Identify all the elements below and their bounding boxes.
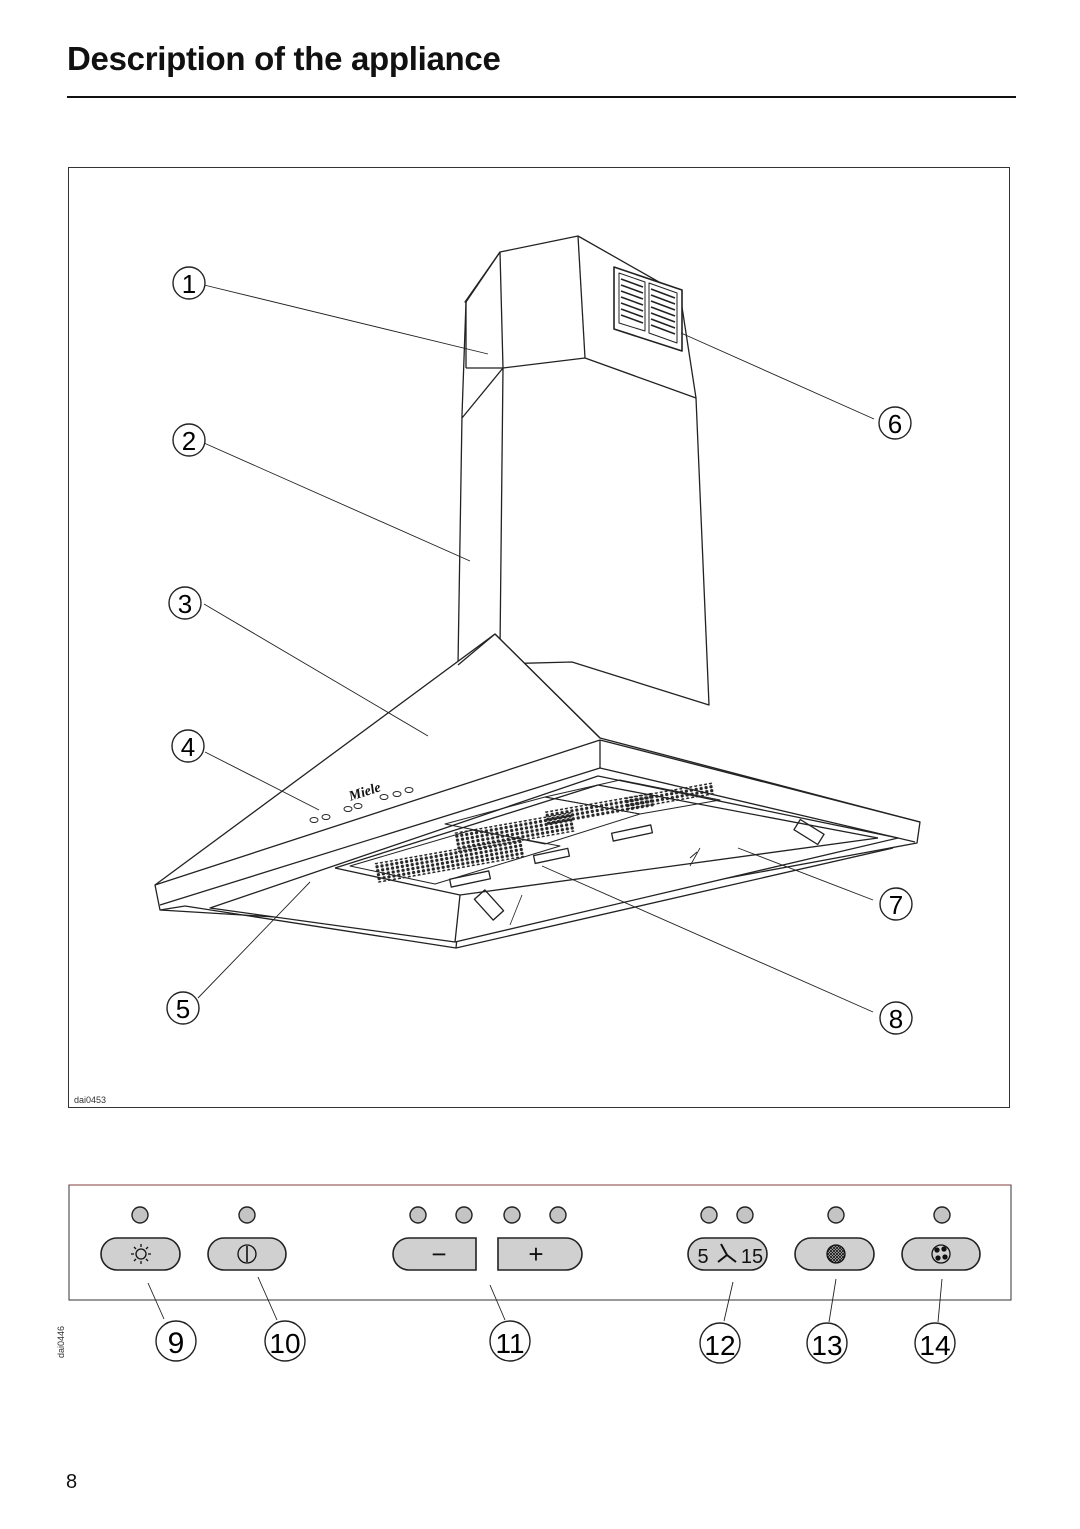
callout-3: 3 — [168, 586, 202, 620]
minus-icon: − — [431, 1239, 446, 1269]
canopy-controls — [309, 787, 414, 823]
callout-2: 2 — [172, 423, 206, 457]
callout-1: 1 — [172, 266, 206, 300]
callout-14: 14 — [914, 1322, 956, 1364]
svg-text:1: 1 — [182, 269, 196, 299]
control-panel: − + 5 15 — [68, 1184, 1012, 1301]
callout-6: 6 — [878, 406, 912, 440]
svg-text:7: 7 — [889, 890, 903, 920]
callout-markers-main: 1 2 3 4 5 6 7 8 — [166, 266, 913, 1035]
appliance-figure-frame — [68, 167, 1010, 1108]
callout-11: 11 — [489, 1320, 531, 1362]
fan-minus-button[interactable] — [392, 1237, 477, 1271]
svg-text:5: 5 — [176, 994, 190, 1024]
svg-text:3: 3 — [178, 589, 192, 619]
chimney — [457, 235, 710, 706]
callout-13: 13 — [806, 1322, 848, 1364]
run-on-15-label: 15 — [741, 1246, 763, 1268]
svg-text:12: 12 — [704, 1330, 735, 1361]
hood-underside — [209, 775, 899, 943]
title-rule — [67, 96, 1016, 98]
figure-code-main: dai0453 — [74, 1095, 107, 1105]
fan-icon — [717, 1243, 737, 1263]
run-on-5-label: 5 — [697, 1246, 708, 1268]
svg-text:10: 10 — [269, 1328, 300, 1359]
svg-text:8: 8 — [889, 1004, 903, 1034]
charcoal-filter-button[interactable] — [901, 1237, 981, 1271]
svg-text:4: 4 — [181, 732, 195, 762]
indicator-lights — [131, 1206, 951, 1224]
callout-8: 8 — [879, 1001, 913, 1035]
callout-4: 4 — [171, 729, 205, 763]
callout-5: 5 — [166, 991, 200, 1025]
svg-text:9: 9 — [168, 1327, 185, 1360]
sun-icon — [131, 1244, 151, 1264]
svg-text:14: 14 — [919, 1330, 950, 1361]
callout-12: 12 — [699, 1322, 741, 1364]
svg-text:6: 6 — [888, 409, 902, 439]
callout-leaders — [197, 284, 875, 1013]
grease-filter-mesh — [374, 782, 716, 883]
callout-7: 7 — [879, 887, 913, 921]
air-vent-grille — [613, 266, 683, 352]
power-icon — [237, 1244, 257, 1264]
page-title: Description of the appliance — [67, 40, 501, 77]
plus-icon: + — [528, 1239, 543, 1269]
svg-text:2: 2 — [182, 426, 196, 456]
control-callout-leaders — [147, 1276, 943, 1323]
page-number: 8 — [66, 1471, 78, 1493]
svg-text:13: 13 — [811, 1330, 842, 1361]
grease-filter-icon — [826, 1244, 846, 1264]
callout-10: 10 — [264, 1320, 306, 1362]
callout-9: 9 — [155, 1320, 197, 1362]
callout-markers-controls: 9 10 11 12 13 14 — [155, 1320, 956, 1364]
charcoal-filter-icon — [931, 1244, 951, 1264]
svg-text:11: 11 — [495, 1328, 524, 1359]
light-button[interactable] — [100, 1237, 181, 1271]
figure-code-controls: dai0446 — [56, 1325, 66, 1358]
fan-plus-button[interactable] — [497, 1237, 583, 1271]
